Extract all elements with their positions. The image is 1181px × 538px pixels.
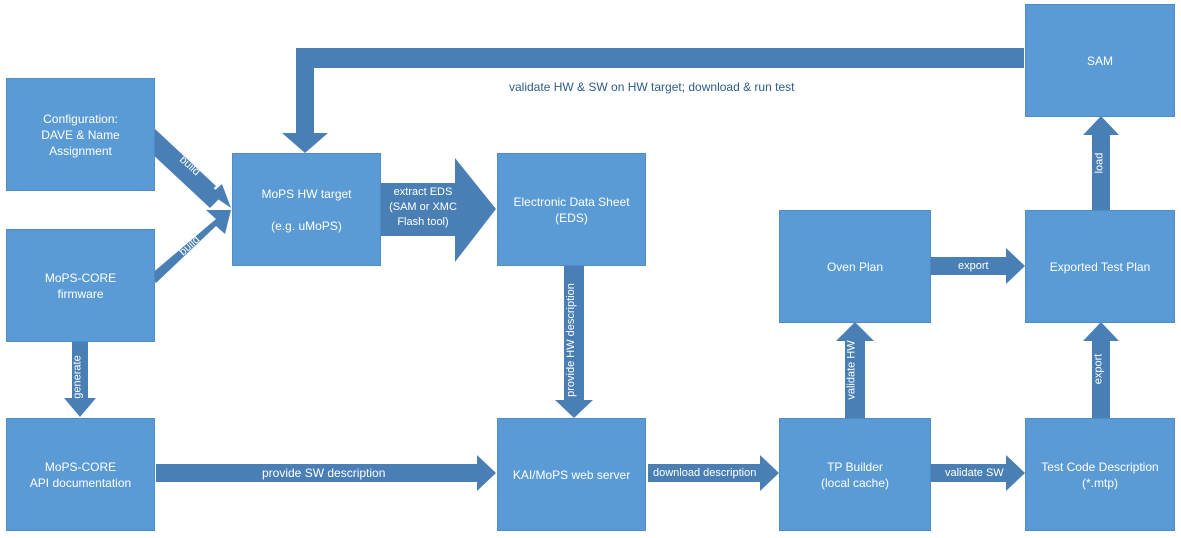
kai-label: KAI/MoPS web server xyxy=(512,467,631,482)
arrow-validate-sw xyxy=(931,455,1025,491)
tp-builder-box: TP Builder (local cache) xyxy=(779,418,931,531)
arrow-export-oven xyxy=(931,248,1025,284)
validate-sw-label: validate SW xyxy=(945,467,1004,479)
test-code-label: Test Code Description (*.mtp) xyxy=(1041,459,1159,490)
arrow-load xyxy=(1083,116,1119,210)
config-label: Configuration: DAVE & Name Assignment xyxy=(41,111,120,158)
validate-hw-label: validate HW xyxy=(845,340,858,400)
arrow-provide-hw xyxy=(555,266,593,418)
sam-box: SAM xyxy=(1025,4,1175,117)
exported-plan-box: Exported Test Plan xyxy=(1025,210,1175,323)
arrow-download xyxy=(648,455,779,491)
oven-plan-label: Oven Plan xyxy=(826,259,884,274)
api-doc-box: MoPS-CORE API documentation xyxy=(6,418,155,531)
core-firmware-label: MoPS-CORE firmware xyxy=(44,270,117,301)
eds-box: Electronic Data Sheet (EDS) xyxy=(497,153,646,266)
export-testcode-label: export xyxy=(1092,353,1105,385)
arrow-validate-hw xyxy=(836,322,874,418)
arrow-export-testcode xyxy=(1083,322,1119,418)
generate-label: generate xyxy=(71,355,84,399)
arrow-generate xyxy=(64,342,96,417)
top-loop-caption: validate HW & SW on HW target; download … xyxy=(509,80,795,94)
export-oven-label: export xyxy=(958,260,989,272)
core-firmware-box: MoPS-CORE firmware xyxy=(6,229,155,342)
extract-eds-label: extract EDS (SAM or XMC Flash tool) xyxy=(389,186,457,228)
provide-hw-label: provide HW description xyxy=(564,283,577,397)
oven-plan-box: Oven Plan xyxy=(779,210,931,323)
kai-box: KAI/MoPS web server xyxy=(497,418,646,531)
api-doc-label: MoPS-CORE API documentation xyxy=(29,459,132,490)
hw-target-box: MoPS HW target (e.g. uMoPS) xyxy=(232,153,381,266)
tp-builder-label: TP Builder (local cache) xyxy=(820,459,890,490)
eds-label: Electronic Data Sheet (EDS) xyxy=(513,194,630,225)
arrow-provide-sw xyxy=(156,455,496,491)
exported-plan-label: Exported Test Plan xyxy=(1049,259,1151,274)
arrow-build-config-shaft xyxy=(150,128,222,208)
config-box: Configuration: DAVE & Name Assignment xyxy=(6,78,155,191)
hw-target-label: MoPS HW target (e.g. uMoPS) xyxy=(261,186,352,233)
download-label: download description xyxy=(653,467,757,479)
arrow-build-firmware xyxy=(150,210,231,283)
arrow-sam-to-hw-target xyxy=(282,48,1024,153)
load-label: load xyxy=(1093,152,1106,174)
provide-sw-label: provide SW description xyxy=(262,466,386,480)
arrow-extract-eds xyxy=(381,158,496,262)
sam-label: SAM xyxy=(1086,53,1113,68)
test-code-box: Test Code Description (*.mtp) xyxy=(1025,418,1175,531)
